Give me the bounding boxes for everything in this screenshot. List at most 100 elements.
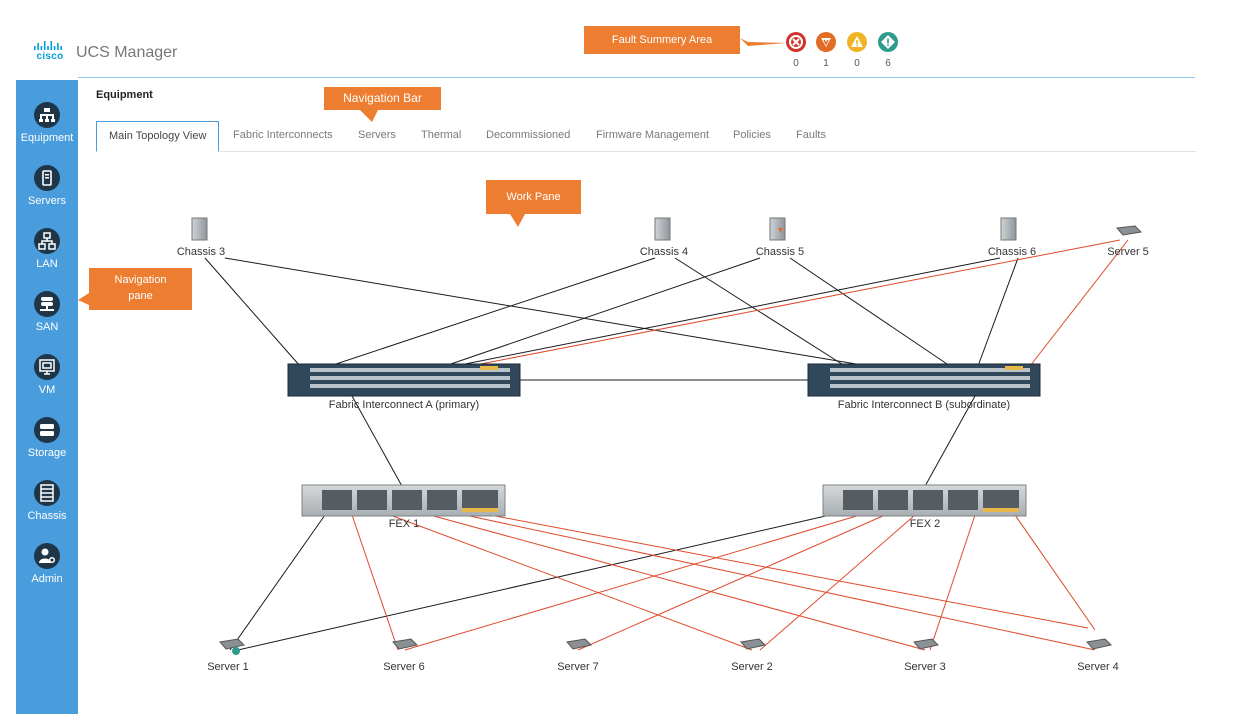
rack-server-icon [913, 638, 939, 650]
server-7-label: Server 7 [557, 661, 599, 673]
nav-storage-label: Storage [27, 447, 67, 459]
link [577, 514, 886, 651]
callout-navigation-bar-text: Navigation Bar [343, 91, 422, 105]
link [929, 514, 976, 651]
nav-chassis[interactable]: Chassis [16, 480, 78, 522]
server-4-node[interactable]: Server 4 [1077, 638, 1119, 673]
nav-san-label: SAN [35, 321, 59, 333]
callout-fault-summary: Fault Summery Area [584, 26, 740, 54]
server-3-node[interactable]: Server 3 [904, 638, 946, 673]
fault-major[interactable]: 1 [815, 32, 837, 69]
warning-fault-icon [878, 32, 898, 52]
callout-pointers [78, 38, 787, 305]
nav-servers-label: Servers [28, 195, 66, 207]
rack-server-icon [219, 638, 245, 650]
link [204, 257, 301, 367]
tab-servers[interactable]: Servers [358, 129, 396, 141]
tab-fabric-interconnects[interactable]: Fabric Interconnects [233, 129, 333, 141]
server-1-node[interactable]: Server 1 [207, 638, 249, 673]
cisco-logo-text: cisco [36, 51, 64, 62]
minor-fault-icon [847, 32, 867, 52]
nav-san[interactable]: SAN [16, 291, 78, 333]
major-fault-badge-icon [778, 228, 783, 233]
callout-navigation-pane: Navigation pane [89, 268, 192, 310]
server-5-node[interactable]: Server 5 [1107, 225, 1149, 258]
chassis-icon [769, 217, 786, 241]
tab-firmware-management[interactable]: Firmware Management [596, 129, 710, 141]
nav-admin[interactable]: Admin [16, 543, 78, 585]
tab-policies[interactable]: Policies [733, 129, 771, 141]
chassis-5-label: Chassis 5 [756, 246, 804, 258]
tab-thermal[interactable]: Thermal [421, 129, 462, 141]
rack-server-icon [1116, 225, 1143, 236]
nav-storage[interactable]: Storage [16, 417, 78, 459]
nav-chassis-label: Chassis [27, 510, 67, 522]
link [789, 257, 951, 367]
fex-2-node[interactable]: FEX 2 [822, 484, 1027, 530]
server-1-label: Server 1 [207, 661, 249, 673]
page-title: Equipment [96, 89, 153, 101]
server-2-node[interactable]: Server 2 [731, 638, 773, 673]
tab-main-topology-view[interactable]: Main Topology View [96, 121, 220, 152]
callout-navigation-pane-line1: Navigation [114, 274, 167, 286]
server-3-label: Server 3 [904, 661, 946, 673]
nav-vm[interactable]: VM [16, 354, 78, 396]
nav-equipment-label: Equipment [20, 132, 74, 144]
nav-lan[interactable]: LAN [16, 228, 78, 270]
fabric-interconnect-b[interactable]: Fabric Interconnect B (subordinate) [807, 363, 1041, 411]
equipment-icon [34, 102, 60, 128]
rack-server-icon [740, 638, 766, 650]
navigation-bar: Main Topology View Fabric Interconnects … [96, 121, 1196, 152]
server-6-node[interactable]: Server 6 [383, 638, 425, 673]
minor-fault-count: 0 [854, 58, 860, 69]
warning-fault-count: 6 [885, 58, 891, 69]
link [224, 257, 869, 367]
normal-links [204, 257, 1019, 651]
link [229, 514, 326, 651]
chassis-3-node[interactable]: Chassis 3 [177, 217, 225, 258]
chassis-3-label: Chassis 3 [177, 246, 225, 258]
chassis-5-node[interactable]: Chassis 5 [756, 217, 804, 258]
nav-equipment[interactable]: Equipment [16, 102, 78, 144]
link [1029, 239, 1129, 367]
link [759, 514, 916, 651]
storage-icon [34, 417, 60, 443]
chassis-icon [654, 217, 671, 241]
fault-critical[interactable]: 0 [785, 32, 807, 69]
nav-servers[interactable]: Servers [16, 165, 78, 207]
fex-1-node[interactable]: FEX 1 [301, 484, 506, 530]
callout-work-pane-text: Work Pane [506, 191, 561, 203]
server-7-node[interactable]: Server 7 [557, 638, 599, 673]
cisco-bars-icon [34, 41, 62, 50]
server-4-label: Server 4 [1077, 661, 1119, 673]
rack-server-icon [1086, 638, 1112, 650]
chassis-4-node[interactable]: Chassis 4 [640, 217, 688, 258]
link [444, 257, 761, 367]
servers-icon [34, 165, 60, 191]
major-fault-count: 1 [823, 58, 829, 69]
warning-badge-icon [232, 647, 240, 655]
fault-warning[interactable]: 6 [877, 32, 899, 69]
nav-lan-label: LAN [36, 258, 58, 270]
callout-navigation-pane-line2: pane [128, 290, 153, 302]
chassis-4-label: Chassis 4 [640, 246, 688, 258]
link [429, 514, 926, 651]
server-6-label: Server 6 [383, 661, 425, 673]
tab-decommissioned[interactable]: Decommissioned [486, 129, 571, 141]
tab-faults[interactable]: Faults [796, 129, 826, 141]
chassis-6-node[interactable]: Chassis 6 [988, 217, 1036, 258]
fault-minor[interactable]: 0 [846, 32, 868, 69]
server-2-label: Server 2 [731, 661, 773, 673]
san-icon [34, 291, 60, 317]
cisco-logo: cisco [32, 41, 68, 63]
nav-admin-label: Admin [31, 573, 63, 585]
callout-work-pane: Work Pane [486, 180, 581, 214]
link [351, 395, 404, 489]
server-5-label: Server 5 [1107, 246, 1149, 258]
rack-server-icon [392, 638, 418, 650]
link [489, 514, 1089, 629]
app-title: UCS Manager [76, 44, 178, 61]
fabric-interconnect-a[interactable]: Fabric Interconnect A (primary) [287, 363, 521, 411]
lan-icon [34, 228, 60, 254]
